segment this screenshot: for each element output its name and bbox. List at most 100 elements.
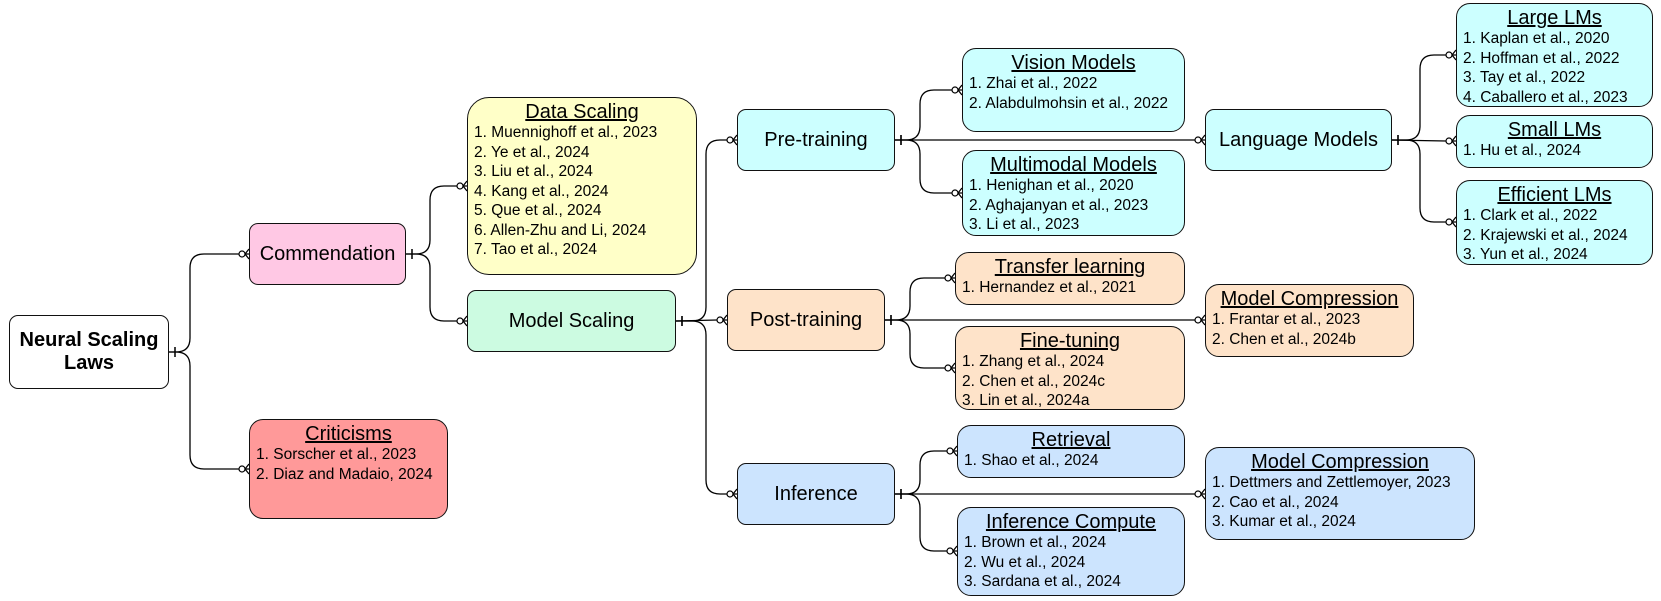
reference-list: 1. Muennighoff et al., 2023 2. Ye et al.,… bbox=[474, 123, 690, 260]
reference-item: 2. Chen et al., 2024c bbox=[962, 372, 1106, 390]
reference-item: 2. Alabdulmohsin et al., 2022 bbox=[969, 94, 1169, 112]
reference-item: 7. Tao et al., 2024 bbox=[474, 241, 597, 258]
connector-edge bbox=[676, 320, 727, 495]
connector-edge bbox=[406, 253, 457, 322]
reference-list: 1. Clark et al., 2022 2. Krajewski et al.… bbox=[1463, 206, 1646, 265]
transfer-learning-title: Transfer learning bbox=[994, 256, 1146, 278]
post-model-compression-title: Model Compression bbox=[1220, 288, 1399, 310]
optional-marker bbox=[238, 250, 246, 258]
reference-item: 2. Aghajanyan et al., 2023 bbox=[969, 196, 1149, 214]
optional-marker bbox=[944, 274, 952, 282]
reference-item: 1. Henighan et al., 2020 bbox=[969, 177, 1134, 194]
reference-item: 4. Kang et al., 2024 bbox=[474, 182, 609, 200]
reference-item: 1. Zhai et al., 2022 bbox=[969, 75, 1098, 92]
reference-item: 2. Diaz and Madaio, 2024 bbox=[256, 465, 433, 483]
reference-item: 1. Clark et al., 2022 bbox=[1463, 207, 1598, 224]
reference-item: 3. Li et al., 2023 bbox=[969, 216, 1080, 233]
reference-item: 1. Hernandez et al., 2021 bbox=[962, 279, 1137, 296]
reference-item: 6. Allen-Zhu and Li, 2024 bbox=[474, 221, 647, 239]
data-scaling-title: Data Scaling bbox=[525, 101, 639, 123]
optional-marker bbox=[951, 86, 959, 94]
reference-item: 1. Sorscher et al., 2023 bbox=[256, 446, 417, 463]
large-lms-title: Large LMs bbox=[1507, 7, 1602, 29]
reference-item: 2. Ye et al., 2024 bbox=[474, 143, 590, 161]
post-training-label: Post-training bbox=[749, 308, 863, 331]
reference-item: 1. Brown et al., 2024 bbox=[964, 534, 1107, 551]
crows-foot-marker bbox=[732, 134, 738, 146]
pre-training-label: Pre-training bbox=[764, 128, 868, 151]
small-lms-title: Small LMs bbox=[1507, 119, 1602, 141]
reference-item: 3. Kumar et al., 2024 bbox=[1212, 513, 1356, 530]
commendation-node: Commendation bbox=[249, 223, 406, 285]
reference-item: 3. Sardana et al., 2024 bbox=[964, 573, 1121, 590]
reference-list: 1. Hu et al., 2024 bbox=[1463, 141, 1646, 161]
optional-marker bbox=[726, 136, 734, 144]
reference-item: 1. Hu et al., 2024 bbox=[1463, 142, 1582, 159]
reference-list: 1. Hernandez et al., 2021 bbox=[962, 278, 1178, 298]
model-scaling-label: Model Scaling bbox=[508, 309, 635, 332]
reference-item: 5. Que et al., 2024 bbox=[474, 202, 602, 219]
crows-foot-marker bbox=[957, 84, 963, 96]
reference-item: 2. Wu et al., 2024 bbox=[964, 553, 1086, 571]
reference-item: 2. Krajewski et al., 2024 bbox=[1463, 226, 1628, 244]
efficient-lms-title: Efficient LMs bbox=[1497, 184, 1612, 206]
language-models-label: Language Models bbox=[1218, 128, 1378, 151]
connector-edge bbox=[1392, 139, 1446, 223]
crows-foot-marker bbox=[722, 314, 728, 326]
reference-item: 1. Dettmers and Zettlemoyer, 2023 bbox=[1212, 474, 1451, 491]
crows-foot-marker bbox=[1451, 216, 1457, 228]
optional-marker bbox=[1445, 137, 1453, 145]
crows-foot-marker bbox=[462, 180, 468, 192]
crows-foot-marker bbox=[1451, 49, 1457, 61]
optional-marker bbox=[951, 189, 959, 197]
crows-foot-marker bbox=[1200, 314, 1206, 326]
reference-item: 1. Muennighoff et al., 2023 bbox=[474, 124, 658, 141]
crows-foot-marker bbox=[244, 248, 250, 260]
connector-edge bbox=[885, 277, 945, 321]
fine-tuning-title: Fine-tuning bbox=[1019, 330, 1121, 352]
optional-marker bbox=[946, 447, 954, 455]
optional-marker bbox=[944, 364, 952, 372]
reference-list: 1. Henighan et al., 2020 2. Aghajanyan et… bbox=[969, 176, 1178, 235]
reference-item: 3. Lin et al., 2024a bbox=[962, 392, 1090, 409]
reference-list: 1. Zhai et al., 2022 2. Alabdulmohsin et … bbox=[969, 74, 1178, 113]
reference-item: 1. Zhang et al., 2024 bbox=[962, 353, 1105, 370]
crows-foot-marker bbox=[732, 488, 738, 500]
reference-item: 3. Liu et al., 2024 bbox=[474, 163, 593, 180]
optional-marker bbox=[946, 547, 954, 555]
reference-item: 2. Hoffman et al., 2022 bbox=[1463, 49, 1620, 67]
commendation-label: Commendation bbox=[259, 242, 396, 265]
crows-foot-marker bbox=[462, 315, 468, 327]
connector-edge bbox=[885, 319, 945, 369]
optional-marker bbox=[1194, 136, 1202, 144]
reference-list: 1. Sorscher et al., 2023 2. Diaz and Mada… bbox=[256, 445, 441, 484]
reference-item: 1. Kaplan et al., 2020 bbox=[1463, 30, 1610, 47]
crows-foot-marker bbox=[244, 463, 250, 475]
optional-marker bbox=[456, 182, 464, 190]
model-scaling-node: Model Scaling bbox=[467, 290, 676, 352]
optional-marker bbox=[238, 465, 246, 473]
optional-marker bbox=[1445, 51, 1453, 59]
connector-edge bbox=[1392, 54, 1446, 141]
connector-edge bbox=[169, 253, 239, 353]
optional-marker bbox=[1194, 490, 1202, 498]
connector-edge bbox=[406, 185, 457, 255]
root-node: Neural Scaling Laws bbox=[9, 315, 169, 389]
reference-item: 1. Shao et al., 2024 bbox=[964, 452, 1099, 469]
crows-foot-marker bbox=[950, 362, 956, 374]
reference-list: 1. Kaplan et al., 2020 2. Hoffman et al.,… bbox=[1463, 29, 1646, 107]
reference-item: 4. Caballero et al., 2023 bbox=[1463, 88, 1628, 106]
